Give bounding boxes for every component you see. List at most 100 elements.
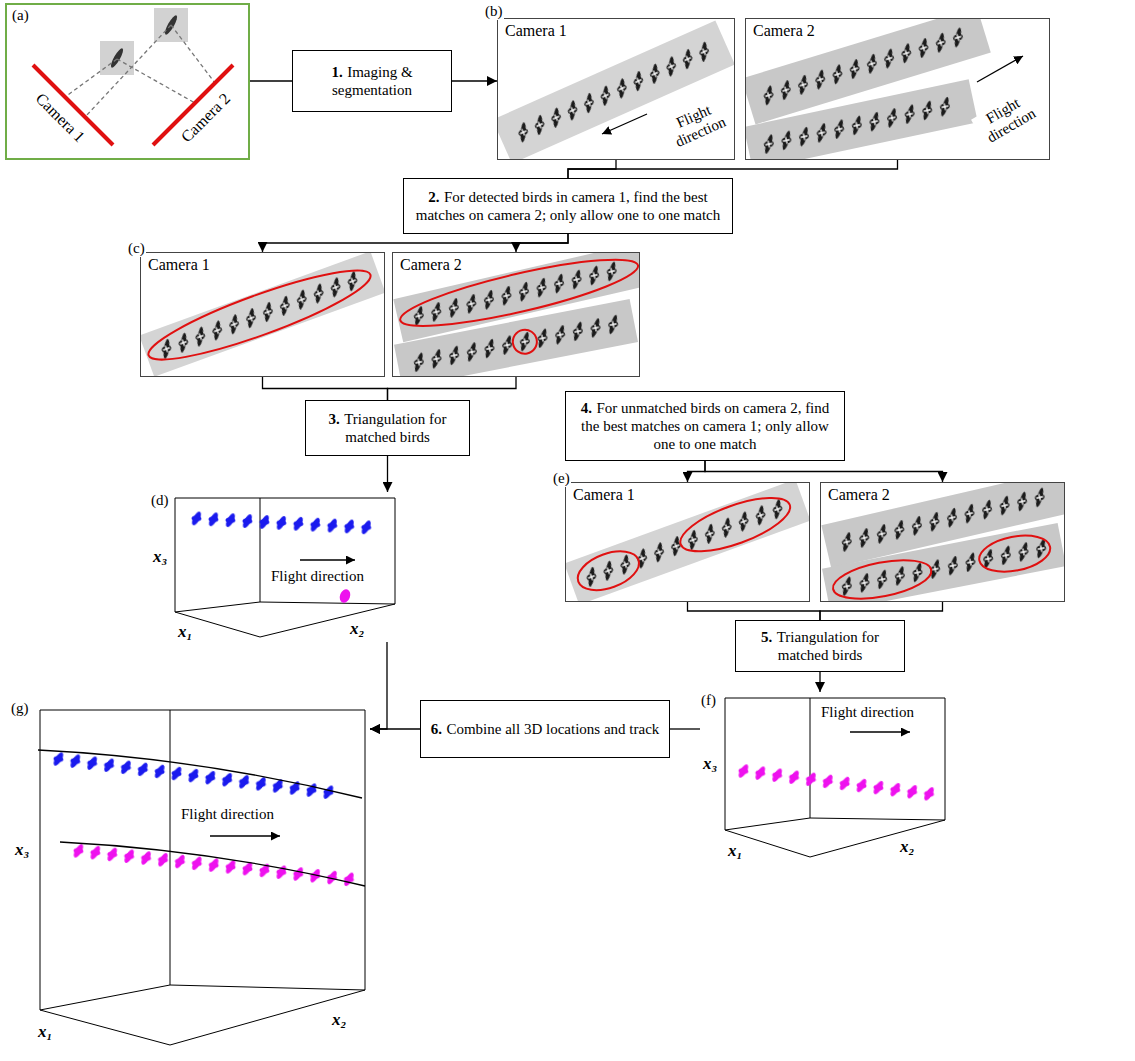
- process-box: 1.Imaging & segmentation: [292, 50, 452, 112]
- process-box: 6.Combine all 3D locations and track: [420, 700, 670, 758]
- step-text: Imaging & segmentation: [332, 64, 413, 98]
- axis-label: x₃: [15, 840, 29, 860]
- plot-3d: (f)x₃Flight directionx₁x₂: [700, 692, 950, 862]
- camera-image: Camera 2: [392, 252, 640, 377]
- camera-label: Camera 2: [176, 88, 235, 147]
- plot-3d: (d)x₃Flight directionx₁x₂: [150, 492, 400, 642]
- flight-arrow: [977, 56, 1023, 82]
- bird-row: [394, 299, 638, 388]
- match-ellipse: [142, 256, 377, 374]
- step-text-block: 1.Imaging & segmentation: [301, 63, 443, 99]
- camera-label: Camera 1: [30, 88, 89, 147]
- step-text: For detected birds in camera 1, find the…: [416, 189, 720, 223]
- flow-connector: [819, 672, 820, 692]
- axes-box: [40, 710, 365, 1045]
- flight-direction-label: Flight direction: [270, 568, 365, 585]
- plot-3d-art: [175, 498, 395, 637]
- camera-image: Camera 2 Flight direction: [745, 18, 1050, 160]
- camera-image: (b)Camera 1Flight direction: [497, 18, 735, 160]
- panel-label: (g): [10, 700, 30, 717]
- flow-connector: [568, 160, 898, 178]
- flight-arrow: [602, 114, 647, 134]
- flow-connector: [688, 461, 706, 482]
- camera-label: Camera 2: [751, 22, 817, 40]
- flow-connector: [370, 642, 387, 729]
- flight-arrow: [850, 731, 910, 732]
- axis-label: x₂: [900, 837, 914, 857]
- step-text-block: 2.For detected birds in camera 1, find t…: [412, 188, 724, 224]
- plot-3d: (g) x₃ Flight direction x₁ x₂: [10, 700, 370, 1055]
- camera-image-art: [742, 7, 1023, 170]
- step-number: 4.: [581, 400, 592, 416]
- panel-label: (e): [552, 470, 571, 487]
- panel-label: (a): [11, 7, 30, 24]
- step-text-block: 3. Triangulation for matched birds: [314, 410, 461, 446]
- bird-row: [564, 479, 810, 604]
- step-number: 6.: [431, 721, 442, 737]
- step-text-block: 4.For unmatched birds on camera 2, find …: [574, 399, 836, 453]
- camera-image-art: [492, 21, 734, 164]
- process-box: 3. Triangulation for matched birds: [305, 400, 470, 456]
- bird: [109, 47, 125, 69]
- camera-image: Camera 2: [820, 482, 1065, 602]
- flow-connector: [387, 456, 388, 492]
- flow-connector: [452, 80, 497, 81]
- step-text-block: 5. Triangulation for matched birds: [744, 628, 896, 664]
- match-ellipse: [674, 487, 796, 562]
- bird-track: [734, 760, 939, 805]
- camera-image: (c)Camera 1: [140, 252, 385, 377]
- panel-label: (b): [484, 3, 504, 20]
- flow-connector: [670, 728, 700, 729]
- step-text: Triangulation for matched birds: [344, 411, 446, 445]
- step-text: For unmatched birds on camera 2, find th…: [581, 400, 829, 452]
- step-text: Triangulation for matched birds: [777, 629, 879, 663]
- match-ellipse: [976, 530, 1053, 577]
- step-number: 1.: [331, 64, 342, 80]
- camera-label: Camera 2: [826, 486, 892, 504]
- bird-point: [338, 588, 352, 605]
- camera-image-art: [821, 469, 1074, 612]
- process-box: 5. Triangulation for matched birds: [735, 620, 905, 672]
- camera-image-art: [393, 243, 646, 388]
- match-circle: [511, 328, 539, 356]
- flow-connector: [688, 602, 821, 620]
- panel-label: (c): [127, 240, 146, 257]
- axis-label: x₃: [153, 547, 167, 567]
- axes-box: [725, 698, 945, 857]
- bird-row: [822, 523, 1066, 612]
- bird-track: [69, 840, 359, 890]
- flow-connector: [263, 234, 569, 252]
- step-text: Combine all 3D locations and track: [446, 721, 659, 737]
- bird-track: [187, 508, 375, 538]
- flow-connector: [388, 377, 517, 400]
- track-curve: [38, 750, 362, 798]
- bird-row: [744, 79, 978, 170]
- step-number: 5.: [761, 629, 772, 645]
- bird-thumbnail: [100, 41, 134, 75]
- axis-label: x₁: [728, 841, 742, 861]
- camera-label: Camera 1: [503, 22, 569, 40]
- axis-label: x₂: [350, 619, 364, 639]
- axis-label: x₂: [332, 1010, 346, 1030]
- step-number: 3.: [328, 411, 339, 427]
- plot-3d-art: [725, 698, 945, 857]
- camera-image-art: [139, 251, 385, 376]
- camera-image-art: [564, 479, 810, 604]
- panel-frame: (a) Camera 1 Camera 2: [5, 3, 250, 160]
- flight-direction-label: Flight direction: [661, 96, 733, 152]
- bird-track: [49, 748, 338, 803]
- bird-row: [492, 21, 734, 164]
- match-ellipse: [572, 544, 644, 598]
- flight-direction-label: Flight direction: [971, 88, 1043, 149]
- axes-box: [175, 498, 395, 637]
- axis-label: x₁: [38, 1022, 52, 1042]
- panel-label: (d): [150, 492, 170, 509]
- flight-arrow: [210, 835, 280, 836]
- camera-label: Camera 2: [398, 256, 464, 274]
- track-curve: [60, 842, 365, 886]
- flight-direction-label: Flight direction: [180, 806, 275, 823]
- panel-label: (f): [700, 692, 717, 709]
- camera-image: (e)Camera 1: [565, 482, 810, 602]
- flow-connector: [263, 377, 388, 400]
- camera-label: Camera 1: [571, 486, 637, 504]
